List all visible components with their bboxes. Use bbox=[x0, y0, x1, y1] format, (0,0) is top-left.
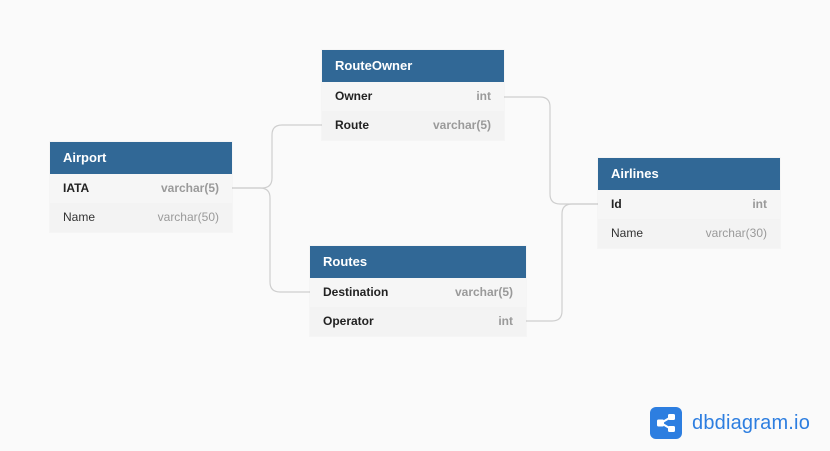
relationship-airport-routeowner[interactable] bbox=[232, 124, 322, 189]
field-type: int bbox=[752, 197, 767, 211]
table-header-airport[interactable]: Airport bbox=[50, 142, 232, 174]
field-row-iata[interactable]: IATA varchar(5) bbox=[50, 174, 232, 203]
field-name: Owner bbox=[335, 89, 373, 103]
field-row-operator[interactable]: Operator int bbox=[310, 307, 526, 336]
share-nodes-icon bbox=[650, 407, 682, 439]
table-routes[interactable]: Routes Destination varchar(5) Operator i… bbox=[310, 246, 526, 336]
field-row-owner[interactable]: Owner int bbox=[322, 82, 504, 111]
field-type: varchar(5) bbox=[160, 181, 219, 195]
field-name: Operator bbox=[323, 314, 374, 328]
field-name: Name bbox=[63, 210, 96, 224]
table-airport[interactable]: Airport IATA varchar(5) Name varchar(50) bbox=[50, 142, 232, 232]
relationship-routes-airlines[interactable] bbox=[526, 203, 598, 322]
field-row-route[interactable]: Route varchar(5) bbox=[322, 111, 504, 140]
field-row-destination[interactable]: Destination varchar(5) bbox=[310, 278, 526, 307]
dbdiagram-logo[interactable]: dbdiagram.io bbox=[650, 407, 810, 439]
field-name: Destination bbox=[323, 285, 389, 299]
table-header-routes[interactable]: Routes bbox=[310, 246, 526, 278]
field-row-id[interactable]: Id int bbox=[598, 190, 780, 219]
field-name: Name bbox=[611, 226, 644, 240]
field-row-name[interactable]: Name varchar(50) bbox=[50, 203, 232, 232]
relationship-airport-routes[interactable] bbox=[232, 187, 310, 293]
relationship-routeowner-airlines[interactable] bbox=[504, 96, 598, 205]
field-row-name[interactable]: Name varchar(30) bbox=[598, 219, 780, 248]
table-header-routeowner[interactable]: RouteOwner bbox=[322, 50, 504, 82]
field-type: varchar(30) bbox=[705, 226, 767, 240]
table-airlines[interactable]: Airlines Id int Name varchar(30) bbox=[598, 158, 780, 248]
field-name: Route bbox=[335, 118, 369, 132]
field-type: varchar(5) bbox=[432, 118, 491, 132]
field-name: IATA bbox=[63, 181, 90, 195]
logo-text: dbdiagram.io bbox=[692, 411, 811, 434]
field-type: int bbox=[498, 314, 513, 328]
field-name: Id bbox=[611, 197, 622, 211]
field-type: int bbox=[476, 89, 491, 103]
field-type: varchar(50) bbox=[157, 210, 219, 224]
table-header-airlines[interactable]: Airlines bbox=[598, 158, 780, 190]
field-type: varchar(5) bbox=[454, 285, 513, 299]
table-routeowner[interactable]: RouteOwner Owner int Route varchar(5) bbox=[322, 50, 504, 140]
